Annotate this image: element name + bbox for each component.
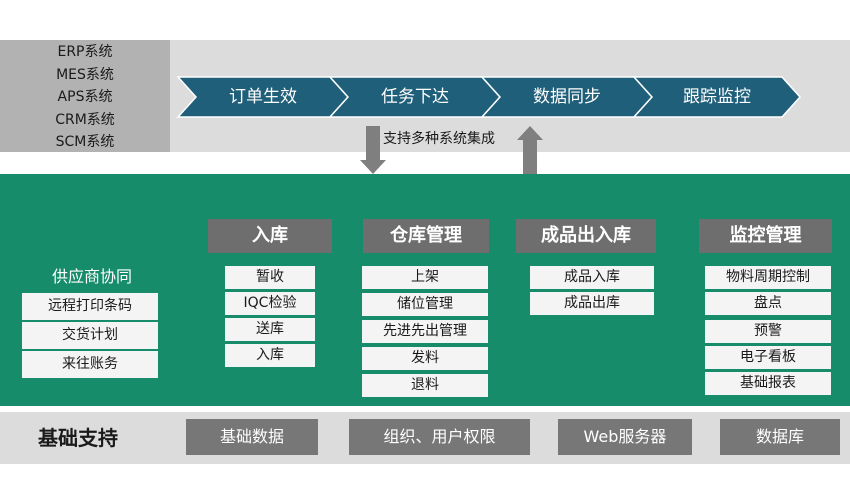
section-item: 入库 (225, 344, 315, 367)
section-header-monitoring: 监控管理 (699, 219, 832, 253)
system-aps: APS系统 (57, 89, 113, 105)
section-item: 预警 (705, 320, 831, 343)
section-item: 送库 (225, 318, 315, 341)
section-item: 成品出库 (530, 292, 654, 315)
supplier-item: 远程打印条码 (22, 293, 158, 320)
section-item: 先进先出管理 (362, 320, 488, 343)
base-support-item: 组织、用户权限 (349, 419, 530, 455)
section-header-finished-goods: 成品出入库 (516, 219, 656, 253)
system-crm: CRM系统 (55, 111, 115, 128)
section-item: 成品入库 (530, 266, 654, 289)
section-item: 盘点 (705, 292, 831, 315)
system-erp: ERP系统 (57, 44, 113, 60)
section-header-inbound: 入库 (208, 219, 332, 253)
flow-step-3: 数据同步 (533, 87, 601, 107)
section-item: 电子看板 (705, 346, 831, 369)
flow-step-1: 订单生效 (229, 87, 297, 107)
flow-step-2: 任务下达 (381, 87, 449, 107)
section-item: 物料周期控制 (705, 266, 831, 289)
flow-chevron-4 (632, 76, 802, 118)
base-support-item: Web服务器 (558, 419, 692, 455)
section-item: 退料 (362, 374, 488, 397)
section-item: IQC检验 (225, 292, 315, 315)
systems-panel (0, 40, 170, 152)
systems-list: ERP系统 MES系统 APS系统 CRM系统 SCM系统 (0, 41, 170, 154)
base-support-item: 数据库 (720, 419, 840, 455)
section-item: 发料 (362, 347, 488, 370)
system-mes: MES系统 (56, 66, 114, 83)
section-item: 暂收 (225, 266, 315, 289)
supplier-item: 交货计划 (22, 322, 158, 349)
flow-step-4: 跟踪监控 (683, 87, 751, 107)
supplier-title: 供应商协同 (51, 267, 132, 286)
base-support-title: 基础支持 (38, 426, 118, 450)
section-header-warehouse: 仓库管理 (363, 219, 489, 253)
base-support-item: 基础数据 (186, 419, 318, 455)
section-item: 基础报表 (705, 372, 831, 395)
integration-label: 支持多种系统集成 (383, 131, 495, 147)
system-scm: SCM系统 (55, 134, 115, 150)
arrow-up-icon (517, 126, 543, 174)
section-item: 上架 (362, 266, 488, 289)
supplier-item: 来往账务 (22, 351, 158, 378)
section-item: 储位管理 (362, 293, 488, 316)
arrow-down-icon (360, 126, 386, 174)
